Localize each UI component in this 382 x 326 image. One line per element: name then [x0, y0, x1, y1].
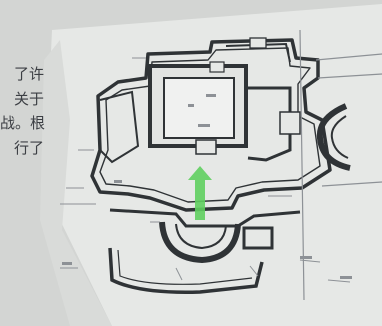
- faint-annotations: [60, 57, 351, 283]
- lower-outer-loop-inner: [117, 249, 253, 285]
- south-barbican-inner: [175, 223, 227, 250]
- keep-gate-north: [209, 61, 225, 73]
- inner-keep-core: [163, 77, 235, 139]
- text-line-1: 了许: [13, 65, 44, 83]
- text-line-4: 行了: [13, 138, 44, 157]
- east-half-moon: [316, 103, 351, 171]
- text-line-2: 关于: [13, 89, 44, 108]
- west-bastion: [99, 90, 140, 164]
- east-annex: [247, 86, 292, 162]
- south-corridor: [109, 208, 301, 228]
- south-east-bastion: [242, 226, 274, 250]
- lower-outer-loop: [108, 247, 264, 294]
- north-wall-segment: [225, 42, 291, 63]
- south-barbican: [159, 221, 241, 264]
- outer-wall-inner: [99, 47, 321, 203]
- page-text-fragment: 了许 关于 战。根 行了: [0, 62, 46, 160]
- east-half-moon-inner: [330, 115, 349, 159]
- east-tower: [279, 111, 301, 135]
- north-arrow-icon: [188, 166, 212, 220]
- east-outer-wall: [299, 29, 382, 301]
- text-line-3: 战。根: [0, 114, 46, 132]
- map-marks: [62, 94, 352, 279]
- keep-gate: [195, 139, 217, 155]
- paper-fold: [40, 40, 112, 326]
- north-gatehouse: [249, 37, 267, 49]
